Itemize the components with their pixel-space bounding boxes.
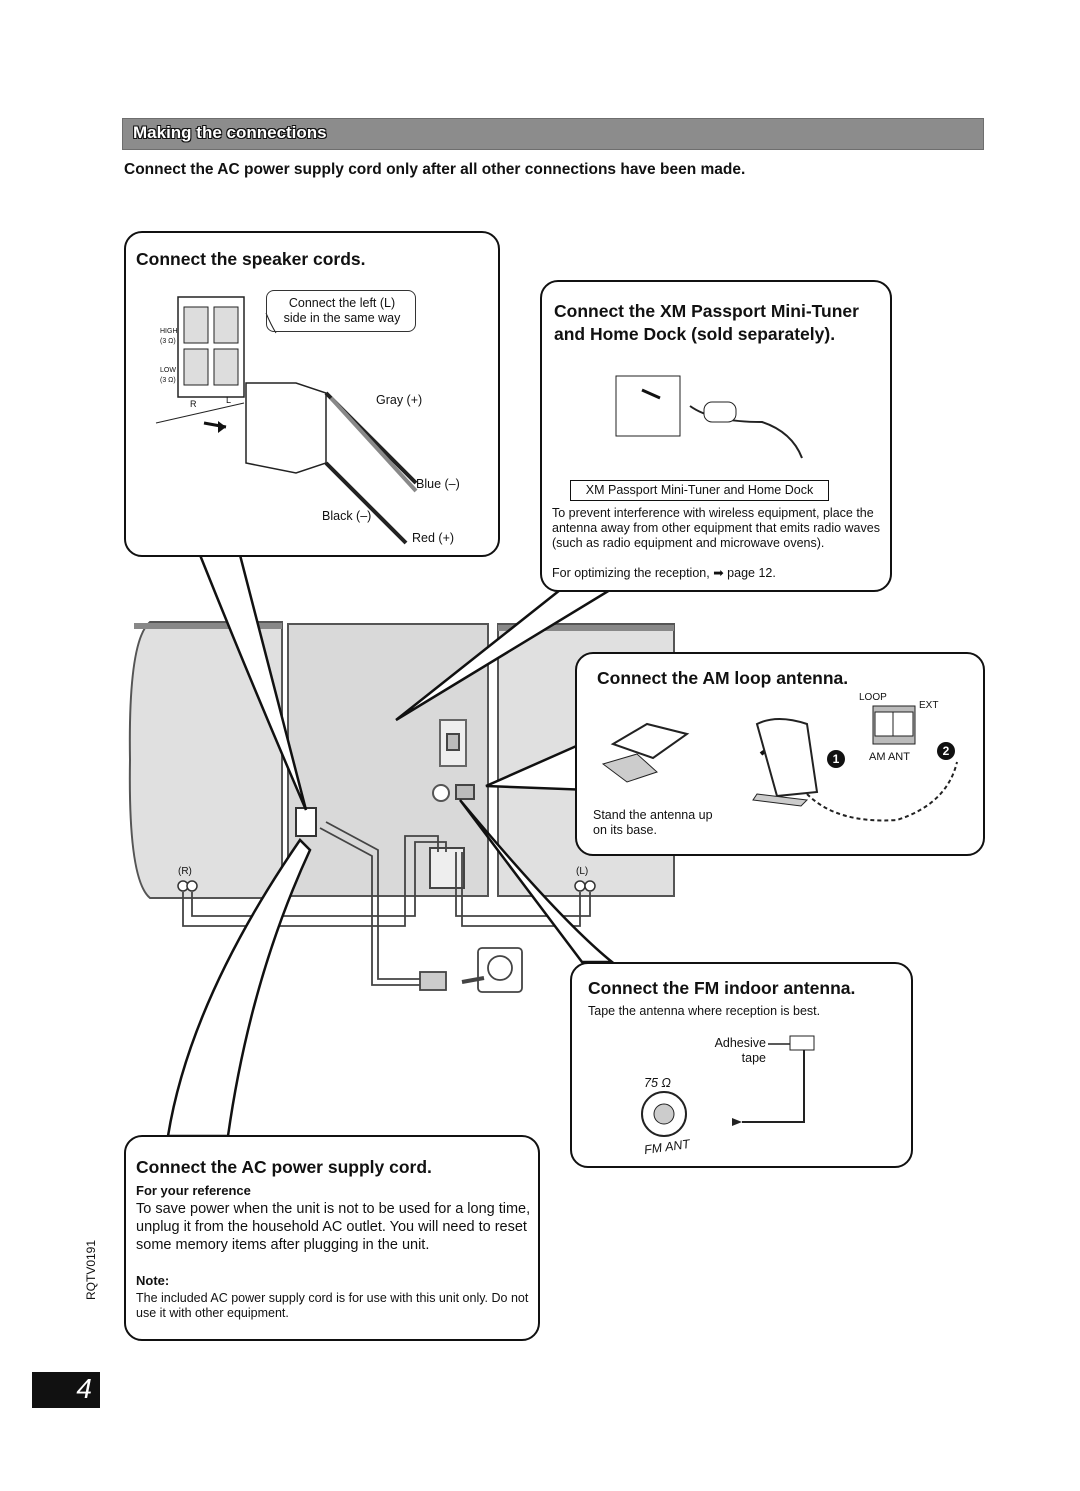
page-number: 4 [76,1373,92,1404]
section-title: Making the connections [133,123,327,142]
xm-cable-diagram [615,375,803,459]
ac-power-panel: Connect the AC power supply cord. For yo… [124,1135,540,1341]
am-title: Connect the AM loop antenna. [597,668,849,688]
fm-ohm-label: 75 Ω [644,1076,671,1090]
am-loop-diagram [601,705,958,822]
xm-tuner-panel: Connect the XM Passport Mini-Tuner and H… [540,280,892,592]
ac-note-text: The included AC power supply cord is for… [136,1291,529,1320]
terminal-r-label: R [190,399,197,409]
speaker-cords-title: Connect the speaker cords. [136,249,366,269]
unit-r-label: (R) [178,866,192,877]
step-2-badge: 2 [937,742,955,760]
xm-title: Connect the XM Passport Mini-Tuner and H… [554,301,859,344]
unit-l-label: (L) [576,866,589,877]
xm-device-label: XM Passport Mini-Tuner and Home Dock [570,480,829,501]
terminal-high-ohm: (3 Ω) [160,338,176,345]
page-number-box: 4 [32,1372,100,1408]
am-ext-label: EXT [919,700,939,711]
ac-reference-text: To save power when the unit is not to be… [136,1201,531,1253]
arrow-right-icon: ➡ [713,566,724,580]
connection-warning: Connect the AC power supply cord only af… [124,161,746,178]
speaker-callout-text: Connect the left (L) side in the same wa… [283,296,401,325]
callout-pointers [166,553,616,1138]
red-wire-label: Red (+) [412,531,455,545]
gray-wire-label: Gray (+) [376,393,423,407]
fm-placement-note: Tape the antenna where reception is best… [588,1004,821,1018]
fm-tape-label: Adhesive tape [714,1036,766,1065]
am-loop-label: LOOP [859,692,887,703]
ac-power-cord [319,821,523,993]
fm-title: Connect the FM indoor antenna. [588,978,856,998]
step-1-badge: 1 [827,750,845,768]
ac-note-heading: Note: [136,1273,170,1288]
am-antenna-panel: Connect the AM loop antenna. LOOP EXT AM… [575,652,985,856]
terminal-low-ohm: (3 Ω) [160,377,176,384]
fm-antenna-diagram [641,1035,815,1137]
terminal-low-label: LOW [160,367,176,374]
model-code: RQTV0191 [84,1239,98,1300]
xm-reception-prefix: For optimizing the reception, [552,566,710,580]
speaker-cord-lines [182,835,591,927]
xm-reception-page: page 12. [727,566,776,580]
xm-reception-line: For optimizing the reception, ➡ page 12. [552,566,776,581]
ac-reference-heading: For your reference [136,1183,251,1198]
xm-interference-note: To prevent interference with wireless eq… [552,506,880,550]
speaker-cords-panel: Connect the speaker cords. Connect the l… [124,231,500,557]
am-ant-label: AM ANT [869,751,910,763]
ac-title: Connect the AC power supply cord. [136,1157,432,1177]
blue-wire-label: Blue (–) [416,477,460,491]
terminal-l-label: L [226,395,232,405]
speaker-terminal-diagram [155,296,418,545]
terminal-high-label: HIGH [160,328,178,335]
black-wire-label: Black (–) [322,509,372,523]
speaker-callout-bubble [266,290,416,332]
fm-antenna-panel: Connect the FM indoor antenna. Tape the … [570,962,913,1168]
section-header-bar: Making the connections [122,118,984,150]
am-stand-instruction: Stand the antenna up on its base. [593,808,713,837]
